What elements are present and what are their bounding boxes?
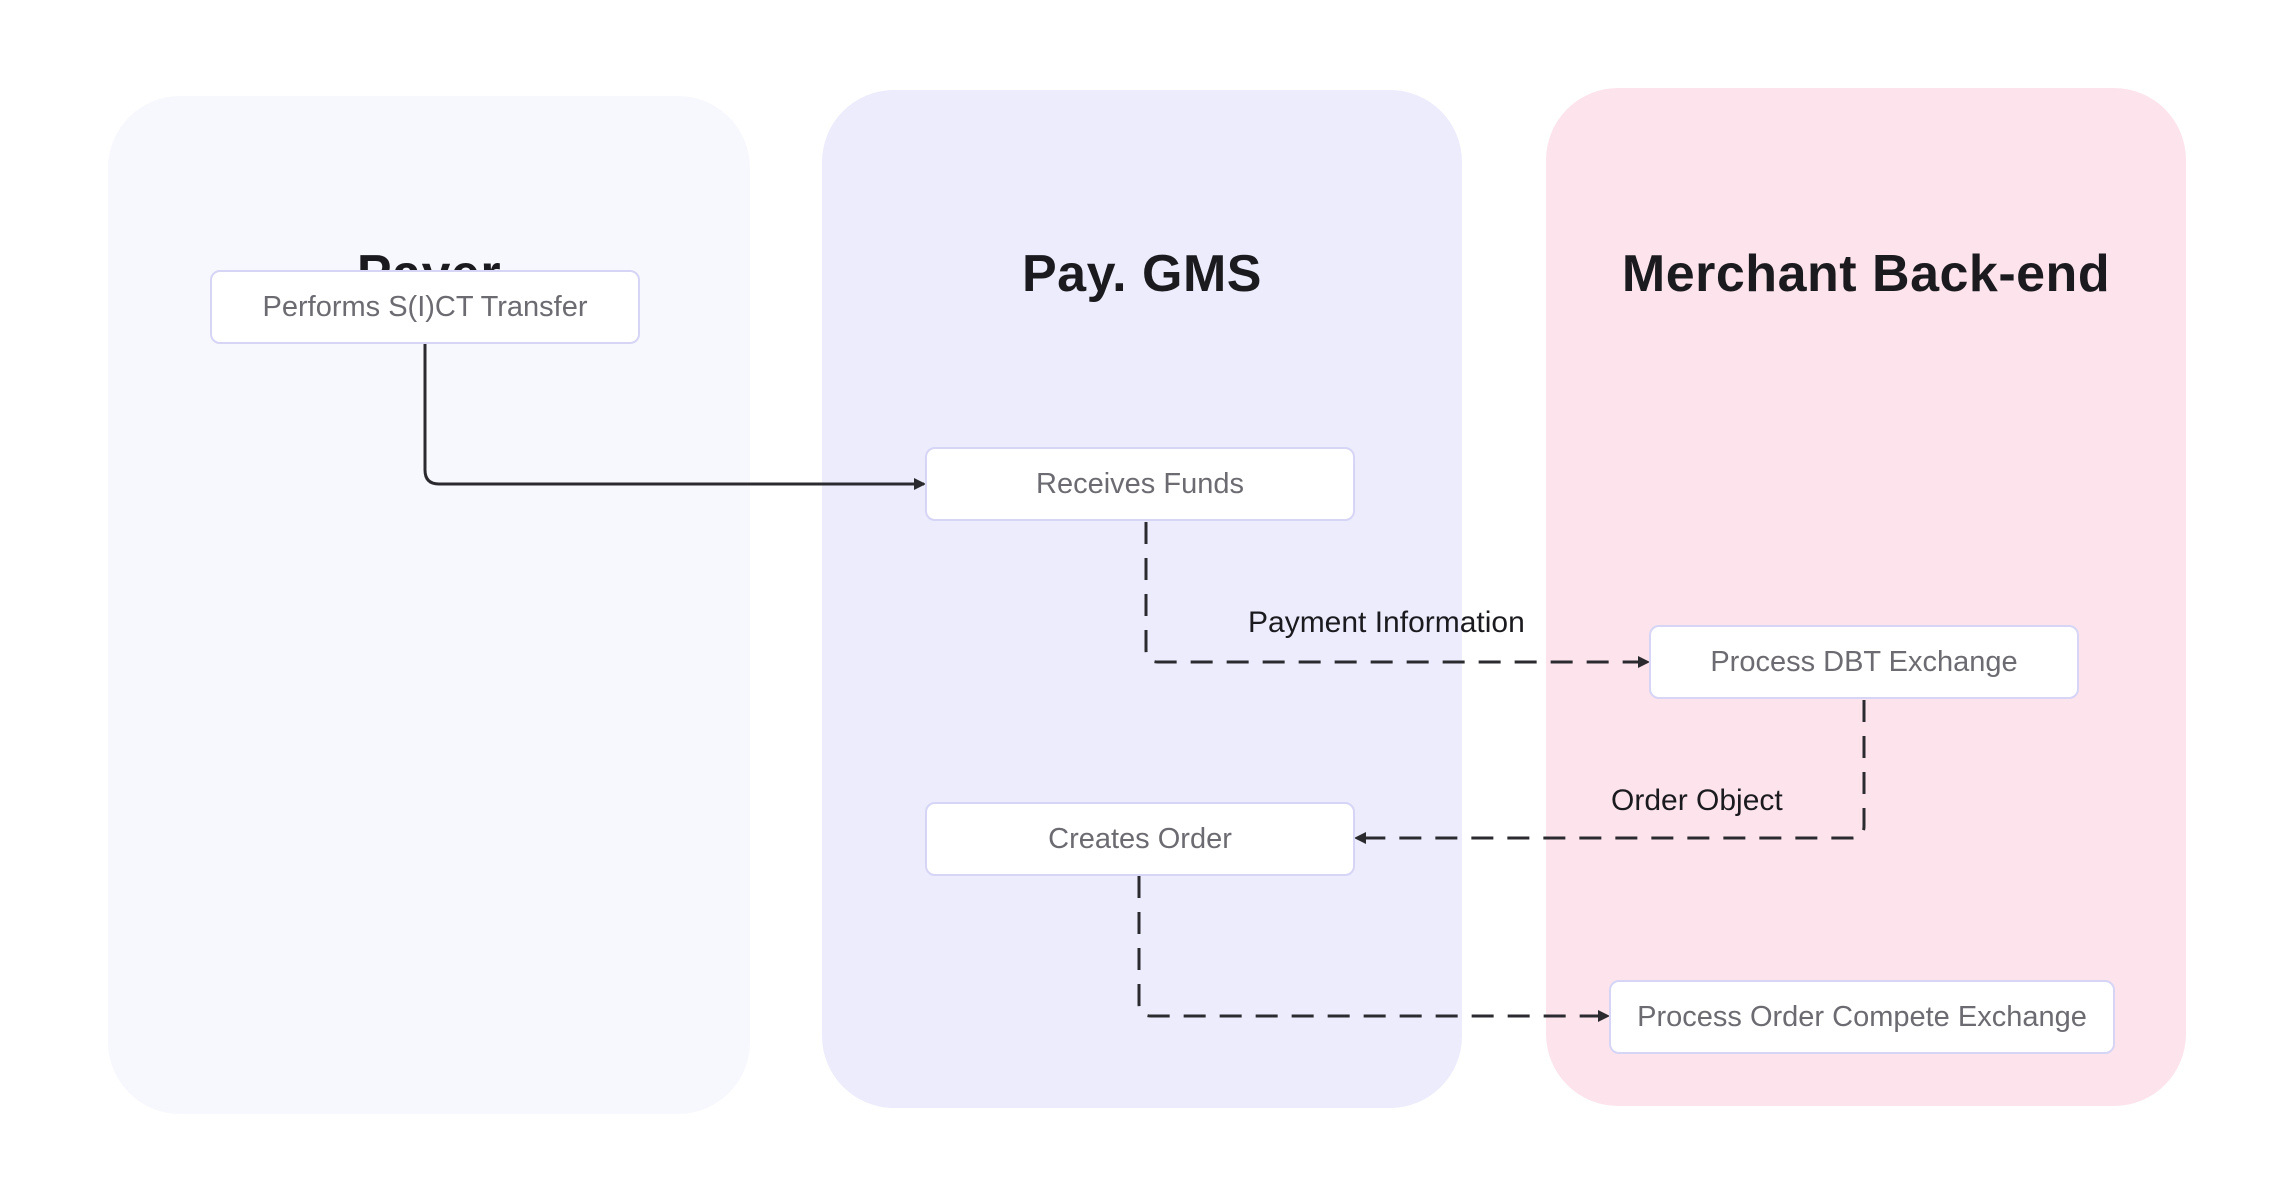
node-receives-funds[interactable]: Receives Funds — [925, 447, 1355, 521]
lane-title-merchant-backend: Merchant Back-end — [1621, 245, 2111, 303]
edge-transfer-to-receives-funds — [423, 344, 926, 490]
lane-title-pay-gms: Pay. GMS — [1021, 245, 1262, 303]
lane-pay-gms: Pay. GMS — [822, 90, 1462, 1108]
edge-label-payment-information: Payment Information — [1248, 606, 1525, 639]
lane-payer: Payer — [108, 96, 750, 1114]
node-performs-transfer[interactable]: Performs S(I)CT Transfer — [210, 270, 640, 344]
edge-creates-order-to-order-complete — [1137, 876, 1610, 1022]
node-creates-order[interactable]: Creates Order — [925, 802, 1355, 876]
node-process-dbt-exchange[interactable]: Process DBT Exchange — [1649, 625, 2079, 699]
edge-label-order-object: Order Object — [1611, 784, 1783, 817]
node-process-order-complete-exchange[interactable]: Process Order Compete Exchange — [1609, 980, 2115, 1054]
lane-merchant-backend: Merchant Back-end — [1546, 88, 2186, 1106]
edge-dbt-exchange-to-creates-order — [1354, 700, 1866, 844]
edge-receives-funds-to-dbt-exchange — [1144, 522, 1650, 668]
